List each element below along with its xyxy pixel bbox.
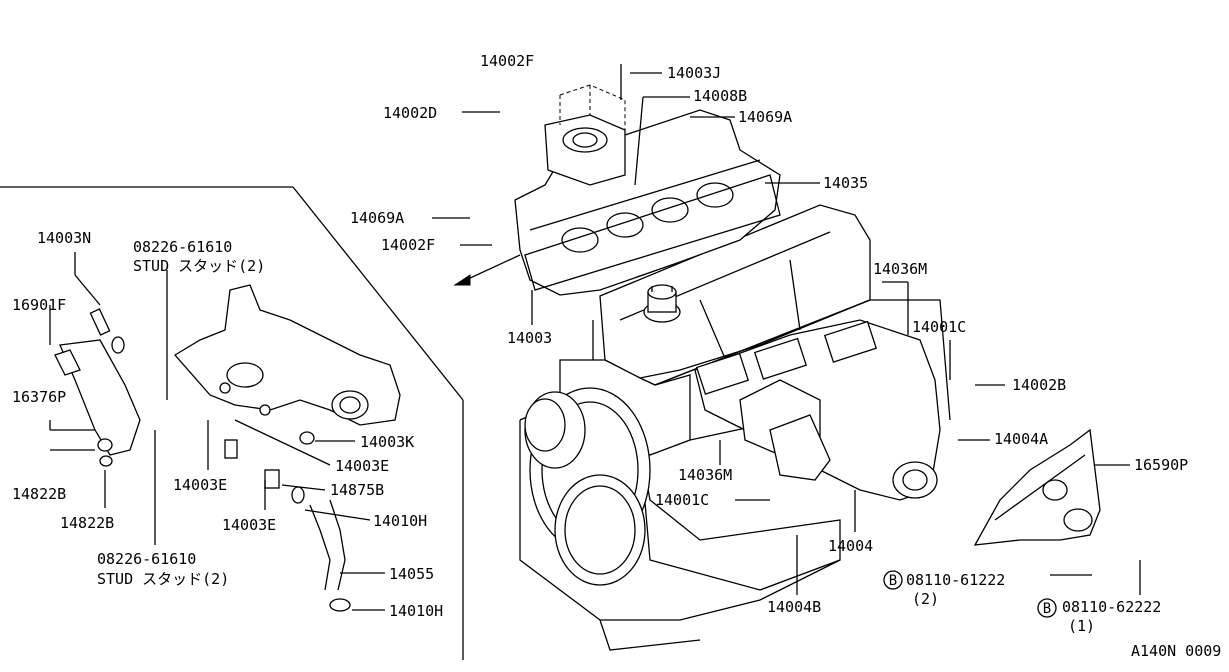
label-14008B: 14008B <box>693 87 747 105</box>
label-14002B: 14002B <box>1012 376 1066 394</box>
label-14822B-a: 14822B <box>12 485 66 503</box>
exhaust-manifold-drawing <box>694 319 941 501</box>
crank-pulley <box>524 387 651 586</box>
label-16590P: 16590P <box>1134 456 1188 474</box>
label-14003E-c: 14003E <box>222 516 276 534</box>
label-14875B: 14875B <box>330 481 384 499</box>
label-14822B-b: 14822B <box>60 514 114 532</box>
label-14002D: 14002D <box>383 104 437 122</box>
label-stud-top-num: 08226-61610 <box>133 238 232 256</box>
label-14004B: 14004B <box>767 598 821 616</box>
label-14002F-mid: 14002F <box>381 236 435 254</box>
label-14003N: 14003N <box>37 229 91 247</box>
label-14003E-a: 14003E <box>335 457 389 475</box>
label-14010H-b: 14010H <box>389 602 443 620</box>
label-14003J: 14003J <box>667 64 721 82</box>
engine-block-drawing <box>519 204 951 651</box>
label-14036M-top: 14036M <box>873 260 927 278</box>
label-14004A: 14004A <box>994 430 1048 448</box>
label-08110-62222: 08110-62222 <box>1062 598 1161 616</box>
bolt-prefix-b: B <box>1043 601 1051 617</box>
oil-filler-cap <box>643 284 681 323</box>
label-14069A-mid: 14069A <box>350 209 404 227</box>
bolt-callout-62222: B 08110-62222 (1) <box>1037 598 1161 635</box>
label-14055: 14055 <box>389 565 434 583</box>
label-14036M-bot: 14036M <box>678 466 732 484</box>
qty-61222: (2) <box>912 590 939 608</box>
label-14003E-b: 14003E <box>173 476 227 494</box>
bolt-callout-61222: B 08110-61222 (2) <box>883 570 1005 608</box>
intake-manifold-drawing <box>453 84 781 296</box>
label-14001C-top: 14001C <box>912 318 966 336</box>
part-labels: 14002F 14003J 14008B 14002D 14069A 14035… <box>12 52 1221 660</box>
label-14003K: 14003K <box>360 433 414 451</box>
label-14004: 14004 <box>828 537 873 555</box>
heat-shield-drawing <box>973 428 1101 546</box>
label-stud-bot-desc: STUD スタッド(2) <box>97 570 229 588</box>
inset-manifold-drawing <box>54 284 401 612</box>
label-16901F: 16901F <box>12 296 66 314</box>
label-16376P: 16376P <box>12 388 66 406</box>
label-14001C-bot: 14001C <box>655 491 709 509</box>
label-14003: 14003 <box>507 329 552 347</box>
bolt-prefix-b: B <box>889 573 897 589</box>
label-14069A-top: 14069A <box>738 108 792 126</box>
label-14010H-a: 14010H <box>373 512 427 530</box>
label-08110-61222: 08110-61222 <box>906 571 1005 589</box>
leader-lines <box>49 64 1141 611</box>
qty-62222: (1) <box>1068 617 1095 635</box>
label-stud-bot-num: 08226-61610 <box>97 550 196 568</box>
label-14035: 14035 <box>823 174 868 192</box>
inset-panel-border <box>0 186 464 660</box>
label-stud-top-desc: STUD スタッド(2) <box>133 257 265 275</box>
label-14002F-top: 14002F <box>480 52 534 70</box>
diagram-code: A140N 0009 <box>1131 642 1221 660</box>
